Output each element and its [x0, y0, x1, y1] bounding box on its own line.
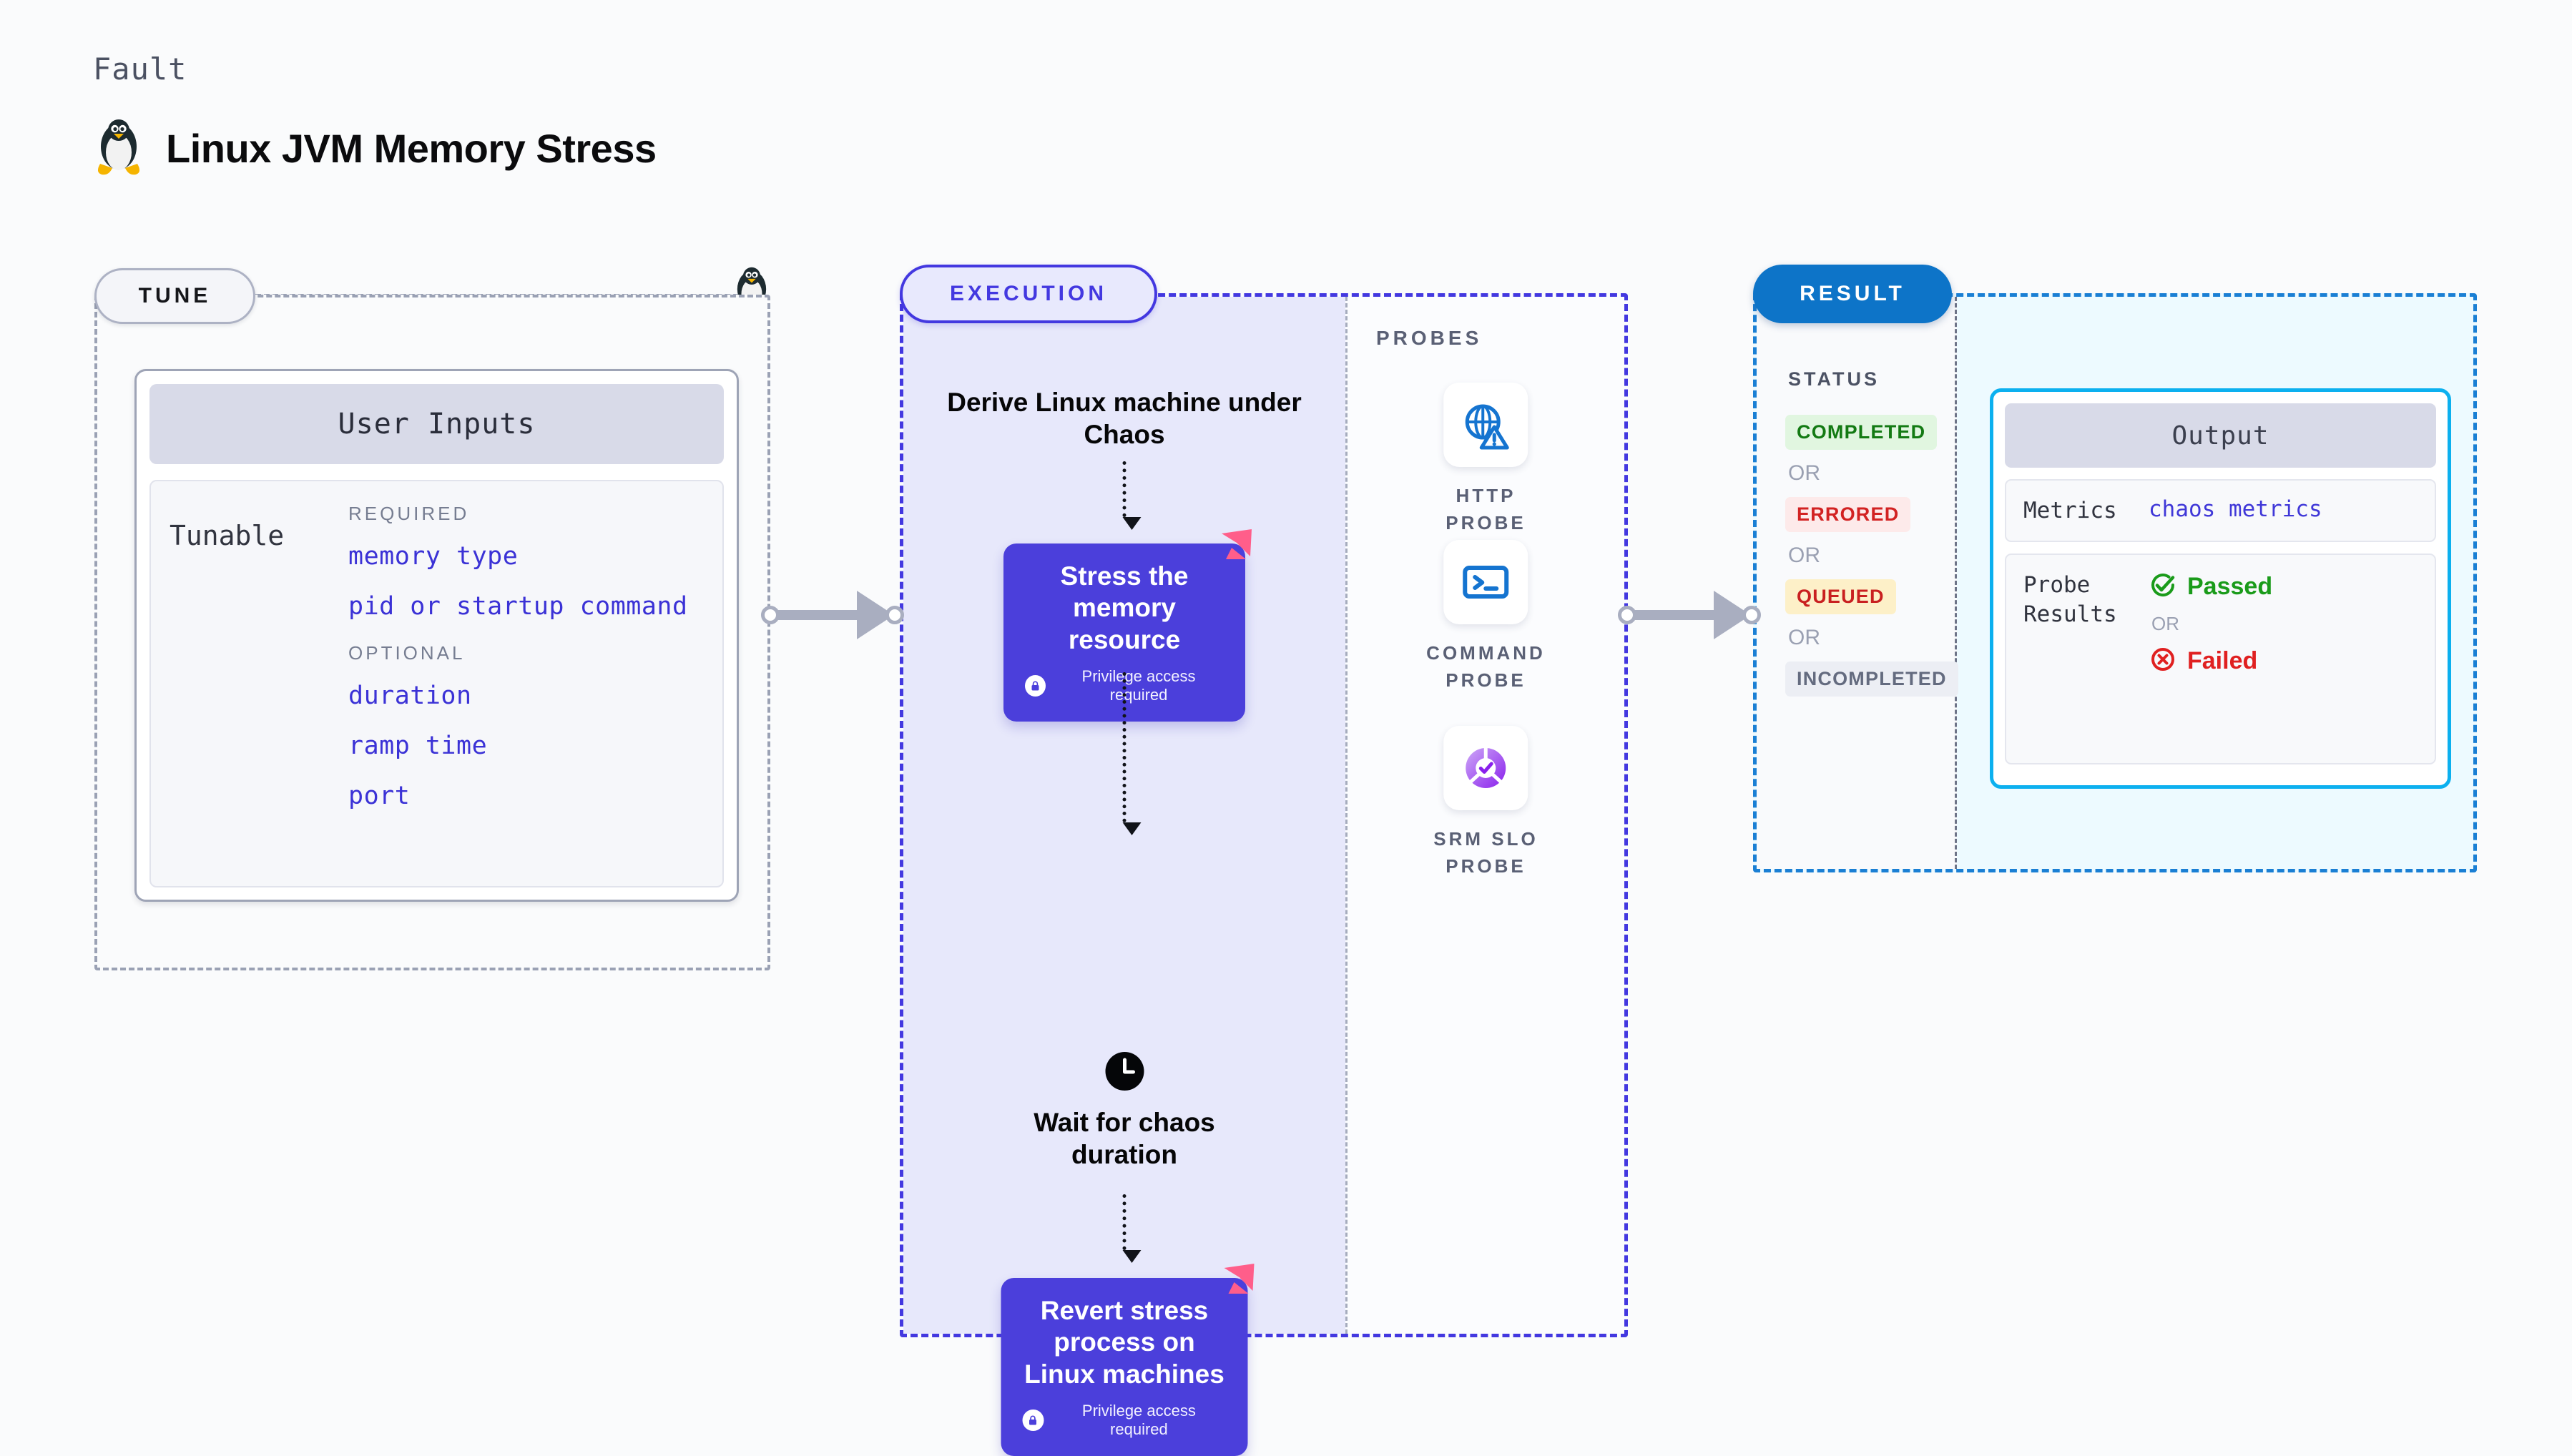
- tunable-group-heading-optional: OPTIONAL: [348, 642, 466, 664]
- tunable-body: Tunable REQUIRED memory type pid or star…: [149, 480, 724, 887]
- page-title-row: Linux JVM Memory Stress: [93, 118, 657, 178]
- globe-warning-icon: [1443, 383, 1528, 467]
- tunable-groups: REQUIRED memory type pid or startup comm…: [348, 503, 704, 865]
- probe-srm-slo[interactable]: SRM SLO PROBE: [1417, 726, 1556, 880]
- harness-logo-icon: [1219, 526, 1255, 566]
- tunable-item-duration[interactable]: duration: [348, 682, 472, 710]
- harness-logo-icon: [1222, 1261, 1257, 1300]
- status-badge-errored: ERRORED: [1785, 497, 1911, 532]
- execution-wait-step: Wait for chaos duration: [1014, 1051, 1235, 1171]
- output-metrics-key: Metrics: [2023, 498, 2117, 523]
- execution-card-privilege-text: Privilege access required: [1081, 667, 1196, 704]
- flow-arrow-1: [1122, 461, 1142, 530]
- connector-execution-to-result: [1618, 591, 1761, 639]
- connector-dot-left: [761, 606, 780, 624]
- execution-card-privilege: Privilege access required: [1025, 667, 1224, 704]
- connector-dot-left: [1618, 606, 1636, 624]
- execution-stage-container: Derive Linux machine under Chaos Stress …: [900, 293, 1628, 1456]
- terminal-prompt-icon: [1443, 540, 1528, 624]
- output-metrics-value[interactable]: chaos metrics: [2149, 496, 2322, 522]
- probe-command[interactable]: COMMAND PROBE: [1417, 540, 1556, 694]
- execution-panel: Derive Linux machine under Chaos Stress …: [903, 297, 1345, 1456]
- status-or-label: OR: [1788, 626, 1820, 649]
- page-title: Linux JVM Memory Stress: [166, 125, 657, 171]
- probe-caption: HTTP PROBE: [1445, 485, 1526, 533]
- tunable-group-heading-required: REQUIRED: [348, 503, 470, 524]
- result-stage-container: STATUS COMPLETED OR ERRORED OR QUEUED OR…: [1753, 293, 2477, 872]
- status-or-label: OR: [1788, 461, 1820, 485]
- output-probe-results-values: Passed OR Failed: [2149, 571, 2272, 747]
- probe-caption: SRM SLO PROBE: [1433, 828, 1538, 877]
- user-inputs-card: User Inputs Tunable REQUIRED memory type…: [134, 369, 739, 902]
- check-circle-icon: [2149, 571, 2177, 603]
- execution-wait-label: Wait for chaos duration: [1034, 1108, 1215, 1170]
- connector-shaft: [777, 610, 860, 620]
- x-circle-icon: [2149, 645, 2177, 677]
- flow-arrow-2: [1122, 672, 1142, 835]
- connector-tune-to-execution: [761, 591, 904, 639]
- status-badge-queued: QUEUED: [1785, 579, 1896, 614]
- probe-result-passed-label: Passed: [2187, 573, 2273, 601]
- stage-chip-tune[interactable]: TUNE: [94, 268, 255, 324]
- execution-card-privilege: Privilege access required: [1022, 1402, 1227, 1439]
- connector-shaft: [1634, 610, 1717, 620]
- output-card-title: Output: [2005, 403, 2436, 468]
- probe-result-failed-label: Failed: [2187, 647, 2258, 675]
- tunable-item-ramp-time[interactable]: ramp time: [348, 732, 488, 760]
- probe-result-passed: Passed: [2149, 571, 2272, 603]
- connector-dot-right: [885, 606, 904, 624]
- execution-step-derive: Derive Linux machine under Chaos: [947, 388, 1302, 450]
- output-row-probe-results: Probe Results Passed OR: [2005, 554, 2436, 765]
- output-region: Output Metrics chaos metrics Probe Resul…: [1957, 297, 2473, 869]
- tune-stage-container: User Inputs Tunable REQUIRED memory type…: [94, 295, 770, 970]
- execution-card-privilege-text: Privilege access required: [1081, 1402, 1196, 1439]
- status-section-label: STATUS: [1788, 368, 1880, 390]
- connector-dot-right: [1742, 606, 1761, 624]
- output-probe-results-key: Probe Results: [2023, 572, 2117, 627]
- linux-penguin-icon: [93, 118, 144, 178]
- tunable-item-port[interactable]: port: [348, 782, 411, 810]
- user-inputs-title: User Inputs: [149, 384, 724, 464]
- execution-card-title: Revert stress process on Linux machines: [1024, 1296, 1224, 1389]
- flow-arrow-3: [1122, 1194, 1142, 1263]
- status-panel: STATUS COMPLETED OR ERRORED OR QUEUED OR…: [1757, 297, 1958, 869]
- stage-chip-execution[interactable]: EXECUTION: [900, 265, 1157, 323]
- tunable-item-pid-or-startup-command[interactable]: pid or startup command: [348, 592, 688, 621]
- status-list: COMPLETED OR ERRORED OR QUEUED OR INCOMP…: [1785, 415, 1958, 697]
- output-row-metrics: Metrics chaos metrics: [2005, 479, 2436, 543]
- tunable-item-memory-type[interactable]: memory type: [348, 542, 519, 571]
- probes-panel: PROBES HTTP PROBE: [1345, 297, 1624, 1334]
- probe-http[interactable]: HTTP PROBE: [1417, 383, 1556, 536]
- lock-icon: [1025, 675, 1046, 697]
- execution-card-revert-stress[interactable]: Revert stress process on Linux machines …: [1001, 1264, 1255, 1456]
- probe-result-failed: Failed: [2149, 645, 2272, 677]
- status-or-label: OR: [1788, 543, 1820, 567]
- probe-caption: COMMAND PROBE: [1426, 642, 1546, 691]
- stage-chip-result[interactable]: RESULT: [1753, 265, 1952, 323]
- tunable-row-label: Tunable: [170, 520, 285, 551]
- status-badge-completed: COMPLETED: [1785, 415, 1938, 450]
- clock-icon: [1104, 1052, 1144, 1094]
- execution-card-title: Stress the memory resource: [1060, 561, 1189, 654]
- status-badge-incompleted: INCOMPLETED: [1785, 661, 1958, 697]
- probes-section-label: PROBES: [1376, 327, 1483, 349]
- lock-icon: [1022, 1410, 1044, 1432]
- slo-donut-check-icon: [1443, 726, 1528, 810]
- probe-result-or-label: OR: [2151, 613, 2179, 635]
- output-card: Output Metrics chaos metrics Probe Resul…: [1990, 388, 2451, 789]
- page-eyebrow-fault: Fault: [93, 51, 187, 87]
